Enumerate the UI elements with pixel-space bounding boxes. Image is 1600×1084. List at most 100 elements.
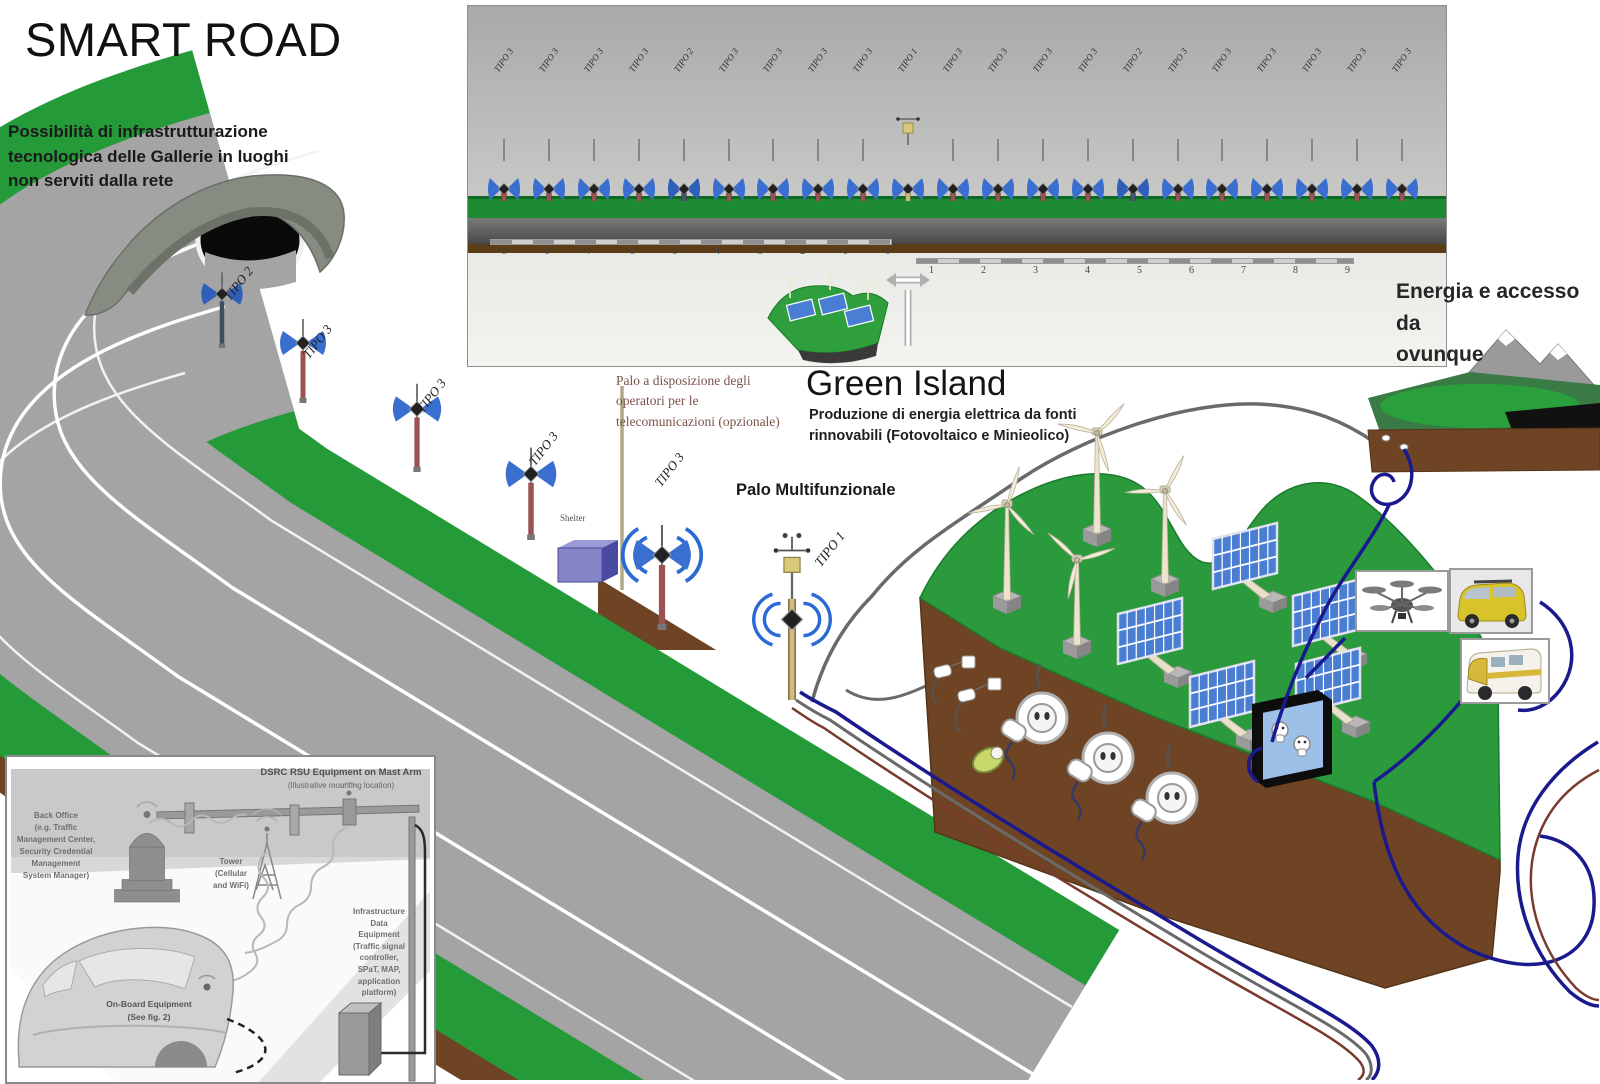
- label-line: and WiFi): [213, 881, 249, 890]
- wall-plugs: [931, 655, 1002, 733]
- wind-turbine: [967, 466, 1035, 614]
- road-pole: [392, 383, 442, 472]
- plug-icon: [1293, 735, 1311, 757]
- label-line: Security Credential: [19, 847, 93, 856]
- solar-panel: [1211, 521, 1289, 613]
- scale-number: 7: [587, 246, 593, 257]
- mini-green-island: [767, 267, 930, 364]
- camper-photo: [1460, 638, 1550, 704]
- label-line: Produzione di energia elettrica da fonti: [809, 407, 1077, 423]
- wind-turbines: [967, 403, 1187, 659]
- van-icon: [1457, 579, 1527, 628]
- shelter-label: Shelter: [560, 513, 586, 523]
- scale-number: 8: [1293, 265, 1298, 276]
- scale-number: 1: [929, 265, 934, 276]
- camper-icon: [1466, 648, 1542, 700]
- energy-access-label: Energia e accesso da ovunque: [1396, 276, 1600, 371]
- scale-number: 4: [1085, 265, 1090, 276]
- cell-tower: [252, 808, 282, 900]
- label-line: telecomunicazioni (opzionale): [616, 413, 780, 429]
- scale-number: 8: [544, 246, 550, 257]
- roadside-poles: [201, 272, 833, 700]
- wind-turbine: [1047, 532, 1116, 659]
- label-line: Energia e accesso da: [1396, 280, 1580, 335]
- scale-number: 9: [1345, 265, 1350, 276]
- solar-panel: [1116, 596, 1194, 688]
- label-line: Back Office: [33, 811, 79, 820]
- dsrc-inset: [5, 755, 436, 1084]
- multifunction-pole-label: Palo Multifunzionale: [736, 481, 896, 499]
- scale-number: 3: [757, 246, 763, 257]
- wind-turbine: [1124, 455, 1187, 597]
- radio-waves: [148, 813, 348, 982]
- remote-platform: [1367, 329, 1600, 473]
- drone-icon: [1362, 580, 1442, 624]
- label-line: Equipment: [358, 930, 400, 940]
- spacing-diagram-inset: TIPO 3 TIPO 3 TIPO 3 TIPO 3: [467, 5, 1447, 367]
- inset-earth-strip: [468, 244, 1446, 253]
- road-pole: [201, 272, 243, 348]
- service-van-photo: [1449, 568, 1533, 634]
- multifunction-pole: [751, 533, 833, 700]
- scale-number: 3: [1033, 265, 1038, 276]
- label-line: Management: [31, 859, 81, 868]
- dsrc-zone-arc: [226, 1017, 267, 1075]
- power-socket: [1000, 663, 1069, 781]
- drone-photo: [1355, 570, 1449, 632]
- onboard-equipment-label: On-Board Equipment (See fig. 2): [86, 998, 212, 1024]
- scale-number: 2: [800, 246, 806, 257]
- scale-number: 5: [672, 246, 678, 257]
- label-line: operatori per le: [616, 393, 699, 409]
- telecom-pole-label: Palo a disposizione degli operatori per …: [616, 371, 808, 432]
- shelter-box: [557, 540, 618, 583]
- green-island-title: Green Island: [806, 364, 1007, 403]
- scale-number: 6: [629, 246, 635, 257]
- page-subtitle: Possibilità di infrastrutturazione tecno…: [8, 120, 289, 194]
- distance-arrow: [886, 273, 930, 346]
- label-line: SPaT, MAP,: [357, 964, 401, 974]
- tunnel: [83, 174, 345, 316]
- back-office-building: [114, 801, 180, 903]
- equipment-cabinet: [337, 1001, 383, 1077]
- scale-number: 6: [1189, 265, 1194, 276]
- scale-number: 0: [885, 246, 891, 257]
- power-socket: [1130, 743, 1199, 861]
- scale-number: 7: [1241, 265, 1246, 276]
- scale-number: 9: [502, 246, 507, 257]
- scale-number: 5: [1137, 265, 1142, 276]
- label-line: (e.g. Traffic: [34, 823, 78, 832]
- battery-box: [1247, 690, 1332, 788]
- label-line: Data: [370, 918, 388, 928]
- vehicle: [17, 926, 234, 1068]
- road-pole: [280, 319, 326, 403]
- wind-turbine: [1057, 403, 1125, 547]
- label-line: ovunque: [1396, 343, 1484, 366]
- scale-number: 1: [842, 246, 848, 257]
- distance-ruler-right: [916, 258, 1354, 264]
- label-line: controller,: [359, 953, 399, 963]
- power-sockets: [1000, 663, 1199, 861]
- label-line: On-Board Equipment: [106, 999, 192, 1009]
- road-pole: [505, 447, 557, 540]
- label-line: (Cellular: [214, 869, 247, 878]
- green-island-subtitle: Produzione di energia elettrica da fonti…: [809, 405, 1077, 447]
- label-line: Management Center,: [16, 835, 96, 844]
- scale-number: 4: [715, 246, 720, 257]
- power-socket: [1066, 703, 1135, 821]
- label-line: Palo a disposizione degli: [616, 373, 751, 388]
- subtitle-line: Possibilità di infrastrutturazione: [8, 122, 268, 141]
- dsrc-subtitle: (Illustrative mounting location): [287, 781, 395, 790]
- label-line: (See fig. 2): [127, 1011, 171, 1022]
- label-line: application: [357, 976, 401, 986]
- subtitle-line: tecnologica delle Gallerie in luoghi: [8, 146, 289, 166]
- road-pole: [620, 525, 704, 630]
- page-title: SMART ROAD: [25, 13, 342, 66]
- scale-number: 2: [981, 265, 986, 276]
- label-line: (Traffic signal: [352, 941, 405, 951]
- distance-ruler-left: [490, 239, 892, 245]
- label-line: Infrastructure: [352, 907, 405, 916]
- label-line: Tower: [219, 857, 243, 866]
- tower-label: Tower (Cellular and WiFi): [206, 856, 256, 892]
